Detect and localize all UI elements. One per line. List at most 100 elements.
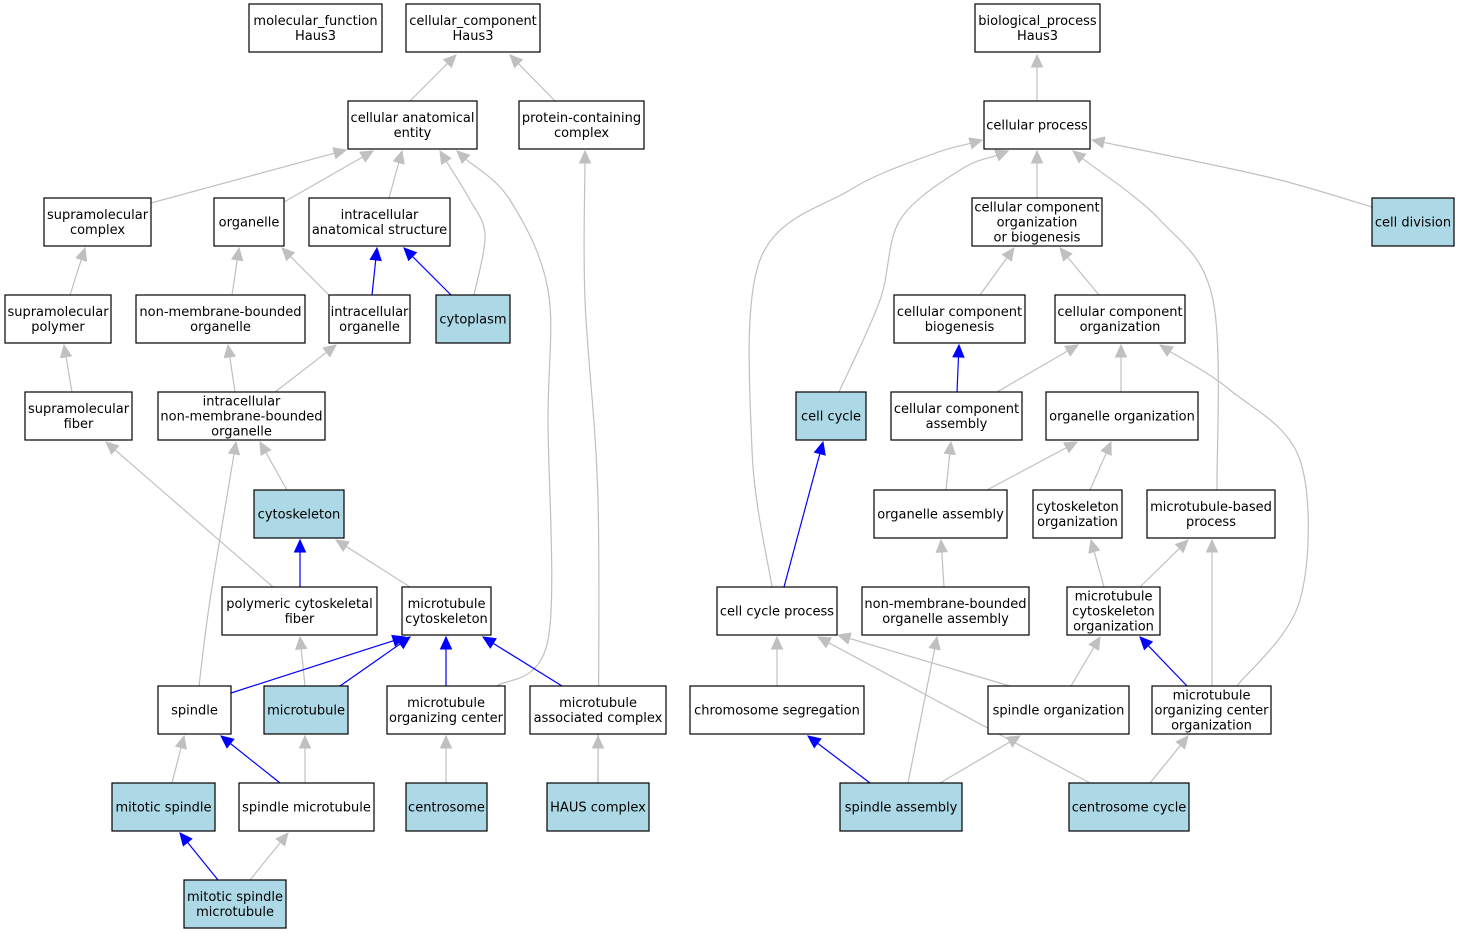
- node-label-line: intracellular: [203, 395, 281, 410]
- edge-arrowhead: [59, 343, 73, 359]
- node-label-line: cytoplasm: [439, 313, 506, 328]
- node-box: [347, 100, 478, 150]
- edge-is-a-ias-to-cae: [388, 149, 405, 199]
- edge-arrowhead: [223, 343, 237, 359]
- edge-arrowhead: [1090, 136, 1106, 149]
- go-term-node-so[interactable]: spindle organization: [987, 685, 1130, 735]
- go-term-node-oo[interactable]: organelle organization: [1045, 391, 1199, 441]
- edge-line: [230, 640, 394, 694]
- go-term-node-smt[interactable]: spindle microtubule: [238, 782, 375, 832]
- node-label-line: molecular_function: [253, 14, 377, 29]
- node-label-line: biological_process: [978, 14, 1097, 29]
- node-label-line: organelle assembly: [877, 508, 1004, 523]
- node-label-line: non-membrane-bounded: [139, 305, 301, 320]
- edge-arrowhead: [1059, 247, 1073, 262]
- edge-line: [445, 160, 486, 296]
- edge-line: [517, 63, 556, 102]
- edge-arrowhead: [227, 440, 241, 456]
- edge-is-a-mt-to-pcf: [295, 635, 308, 687]
- edge-is-a-ccob-to-cp: [1030, 149, 1044, 198]
- node-label-line: microtubule: [407, 696, 485, 711]
- node-box: [1371, 197, 1455, 247]
- node-label-line: organelle: [219, 216, 280, 231]
- edge-is-a-so-to-ccp: [836, 632, 1011, 687]
- edge-arrowhead: [1100, 440, 1112, 456]
- go-term-node-chs[interactable]: chromosome segregation: [689, 685, 865, 735]
- edge-arrowhead: [75, 246, 88, 262]
- edge-is-a-smt-to-mt: [298, 734, 312, 783]
- edge-line: [849, 637, 1011, 687]
- edge-part-of-pcf-to-csk: [293, 538, 307, 587]
- go-term-node-centro[interactable]: centrosome: [405, 782, 488, 832]
- edge-is-a-msmt-to-smt: [249, 832, 289, 881]
- edge-arrowhead: [1088, 635, 1101, 651]
- node-label-line: cell cycle process: [720, 605, 834, 620]
- edge-arrowhead: [968, 137, 984, 150]
- edge-line: [492, 642, 563, 687]
- go-term-node-csk[interactable]: cytoskeleton: [253, 489, 345, 539]
- edge-is-a-nmboa-to-oa: [935, 538, 949, 588]
- go-term-node-sa[interactable]: spindle assembly: [839, 782, 963, 832]
- node-label-line: non-membrane-bounded: [864, 597, 1026, 612]
- edge-arrowhead: [1006, 735, 1022, 748]
- go-term-node-ccyc[interactable]: centrosome cycle: [1068, 782, 1190, 832]
- go-term-node-haus[interactable]: HAUS complex: [546, 782, 650, 832]
- node-label-line: supramolecular: [7, 305, 109, 320]
- node-box: [435, 294, 511, 344]
- edge-is-a-smp-to-smc: [69, 246, 88, 296]
- node-label-line: microtubule: [267, 704, 345, 719]
- edge-arrowhead: [439, 734, 453, 749]
- go-term-node-celldiv[interactable]: cell division: [1371, 197, 1455, 247]
- go-term-node-spindle[interactable]: spindle: [157, 685, 232, 735]
- go-term-node-org[interactable]: organelle: [213, 197, 285, 247]
- go-term-node-ccp[interactable]: cell cycle process: [716, 586, 838, 636]
- edge-line: [1147, 645, 1188, 687]
- go-term-node-inmbo[interactable]: intracellularnon-membrane-boundedorganel…: [157, 391, 326, 441]
- node-box: [873, 489, 1008, 539]
- go-term-node-cp[interactable]: cellular process: [983, 100, 1091, 150]
- node-box: [893, 294, 1026, 344]
- go-term-node-mt[interactable]: microtubule: [263, 685, 349, 735]
- node-label-line: cytoskeleton: [405, 612, 488, 627]
- edge-line: [828, 642, 1091, 784]
- edge-arrowhead: [935, 538, 949, 553]
- node-box: [24, 391, 133, 441]
- edge-arrowhead: [1114, 343, 1128, 358]
- go-term-node-cc2[interactable]: cell cycle: [795, 391, 867, 441]
- edge-line: [1149, 744, 1181, 784]
- node-label-line: organelle: [339, 320, 400, 335]
- node-box: [987, 685, 1130, 735]
- node-label-line: Haus3: [295, 29, 336, 44]
- go-term-node-cyto[interactable]: cytoplasm: [435, 294, 511, 344]
- go-term-node-oa[interactable]: organelle assembly: [873, 489, 1008, 539]
- edge-line: [1169, 350, 1309, 687]
- go-term-node-ms[interactable]: mitotic spindle: [111, 782, 216, 832]
- edge-line: [1103, 141, 1373, 208]
- edge-line: [945, 453, 951, 491]
